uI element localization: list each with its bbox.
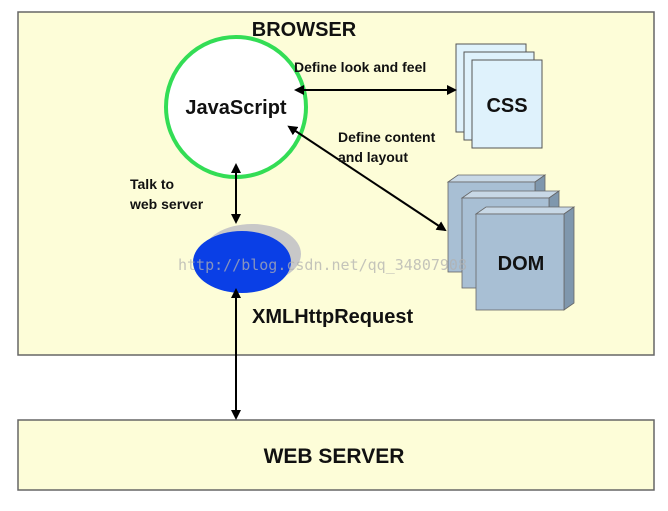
css-label: CSS [486,95,527,117]
watermark: http://blog.csdn.net/qq_34807908 [178,256,467,274]
web-server-panel [17,419,655,491]
web-server-label: WEB SERVER [264,445,405,468]
javascript-label: JavaScript [185,97,287,119]
edge-label-talk-line1: Talk to [130,176,174,192]
edge-label-look-and-feel: Define look and feel [294,59,426,75]
blue-ellipse-icon [193,231,291,293]
edge-label-talk-line2: web server [129,196,204,212]
dom-label: DOM [498,253,545,275]
xhr-label: XMLHttpRequest [252,306,413,328]
xhr-node [193,224,301,293]
stacked-pages-icon [455,43,543,149]
stacked-boxes-icon [446,174,576,311]
css-node: CSS [455,43,543,149]
arrow-js-dom [287,125,447,232]
dom-node: DOM [446,174,576,311]
edge-label-content-line1: Define content [338,129,436,145]
edge-label-content-line2: and layout [338,149,408,165]
browser-title: BROWSER [252,19,357,41]
